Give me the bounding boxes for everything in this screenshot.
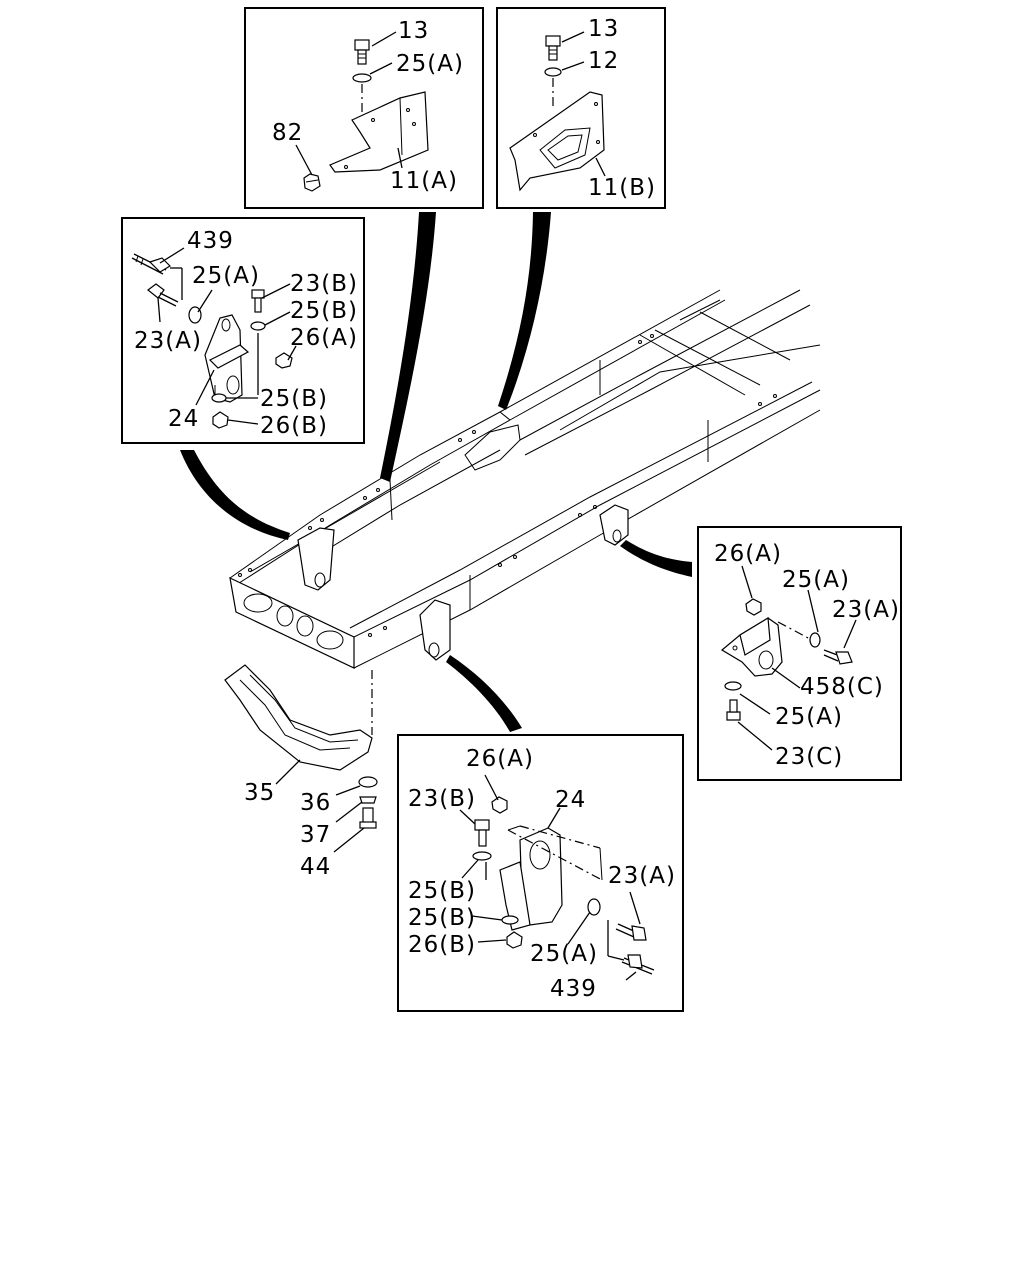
inset-frame-mount-a: 13 25(A) 82 11(A) (244, 7, 484, 209)
callout-25b: 25(B) (260, 386, 328, 412)
bolt-23a-part (147, 283, 179, 307)
bolt-23b-part (251, 289, 265, 313)
nut-26a-part (491, 796, 508, 814)
callout-82: 82 (272, 120, 303, 146)
callout-26b: 26(B) (408, 932, 476, 958)
hanger-458c-part (720, 616, 783, 677)
callout-23a: 23(A) (832, 597, 900, 623)
callout-23b: 23(B) (408, 786, 476, 812)
callout-23c: 23(C) (775, 744, 843, 770)
washer-25a-part (352, 73, 372, 83)
stud-439-part (621, 954, 655, 975)
washer-25b-part (211, 393, 227, 403)
bolt-23b-part (474, 819, 490, 847)
callout-23a: 23(A) (134, 328, 202, 354)
callout-25a: 25(A) (530, 941, 598, 967)
bolt-23a-part (823, 649, 853, 665)
callout-23b: 23(B) (290, 271, 358, 297)
callout-439: 439 (550, 976, 597, 1002)
nut-82-part (303, 173, 321, 192)
callout-24: 24 (555, 787, 586, 813)
nut-26a-part (275, 352, 293, 369)
callout-44: 44 (300, 854, 331, 880)
nut-26b-part (506, 931, 523, 949)
bolt-13-part (354, 39, 370, 65)
callout-26b: 26(B) (260, 413, 328, 439)
bolt-23c-part (726, 699, 741, 721)
nut-26b-part (212, 411, 229, 429)
callout-37: 37 (300, 822, 331, 848)
callout-36: 36 (300, 790, 331, 816)
bolt-44-part (359, 807, 377, 829)
nut-26a-part (745, 598, 762, 616)
callout-25a: 25(A) (782, 567, 850, 593)
callout-458c: 458(C) (800, 674, 884, 700)
callout-25b: 25(B) (290, 298, 358, 324)
plate-11b-part (509, 91, 605, 192)
bracket-35-assembly: 35 36 37 44 (224, 664, 378, 880)
inset-spring-hanger-front: 439 25(A) 23(B) 25(B) 23(A) 26(A) 25(B) … (121, 217, 365, 444)
callout-11b: 11(B) (588, 175, 656, 201)
washer-36-part (358, 776, 378, 788)
chassis-frame (229, 289, 821, 735)
washer-12-part (544, 67, 562, 77)
inset-frame-mount-b: 13 12 11(B) (496, 7, 666, 209)
callout-25b: 25(B) (408, 878, 476, 904)
spring-washer-37-part (359, 796, 377, 804)
callout-13: 13 (398, 18, 429, 44)
leader-arcs (180, 212, 692, 732)
washer-25a-part (724, 681, 742, 691)
bolt-23a-part (615, 923, 647, 941)
washer-25a-part (809, 632, 821, 648)
spring-hanger-24-part (204, 314, 250, 403)
spring-hanger-24-part (499, 825, 603, 931)
callout-35: 35 (244, 780, 275, 806)
inset-spring-hanger-middle: 26(A) 24 23(B) 23(A) 25(B) 25(B) 26(B) 2… (397, 734, 684, 1012)
plate-11a-part (329, 91, 429, 173)
callout-26a: 26(A) (714, 541, 782, 567)
callout-11a: 11(A) (390, 168, 458, 194)
washer-25b-part (501, 915, 519, 925)
callout-25a: 25(A) (396, 51, 464, 77)
washer-25a-part (587, 898, 601, 916)
bolt-13-part (545, 35, 561, 61)
callout-25b: 25(B) (408, 905, 476, 931)
callout-26a: 26(A) (290, 325, 358, 351)
callout-13: 13 (588, 16, 619, 42)
callout-26a: 26(A) (466, 746, 534, 772)
inset-spring-hanger-rear: 26(A) 25(A) 23(A) 458(C) 25(A) 23(C) (697, 526, 902, 781)
callout-25a: 25(A) (775, 704, 843, 730)
washer-25b-part (472, 851, 492, 861)
stud-439-part (131, 253, 171, 275)
callout-439: 439 (187, 228, 234, 254)
callout-23a: 23(A) (608, 863, 676, 889)
callout-24: 24 (168, 406, 199, 432)
washer-25b-part (250, 321, 266, 331)
callout-12: 12 (588, 48, 619, 74)
callout-25a: 25(A) (192, 263, 260, 289)
